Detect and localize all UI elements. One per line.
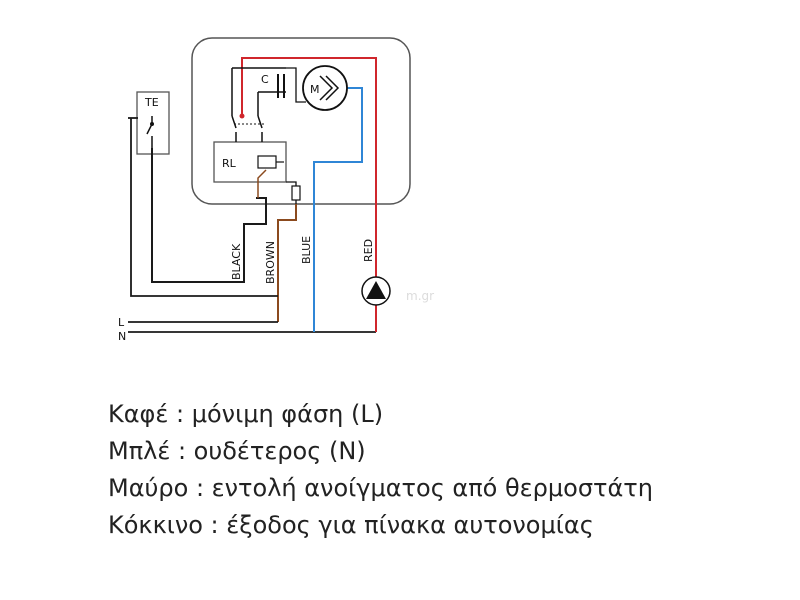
motor-label: M (310, 83, 320, 96)
red-wire-node (239, 113, 245, 119)
line-L-label: L (118, 316, 125, 329)
thermostat-label: TE (144, 96, 159, 109)
legend-brown: Καφέ : μόνιμη φάση (L) (108, 400, 384, 428)
neutral-N-label: N (118, 330, 126, 343)
relay-resistor (291, 185, 301, 201)
relay-coil (257, 155, 277, 169)
legend-red: Κόκκινο : έξοδος για πίνακα αυτονομίας (108, 511, 594, 539)
relay-box (213, 141, 287, 183)
blue-wire-label: BLUE (300, 236, 313, 264)
relay-label: RL (222, 157, 237, 170)
red-wire-label: RED (362, 239, 375, 262)
blue-wire (313, 87, 363, 332)
pump-enclosure (191, 37, 411, 205)
capacitor-wire (286, 67, 306, 103)
black-wire-label: BLACK (230, 243, 243, 280)
legend-black: Μαύρο : εντολή ανοίγματος από θερμοστάτη (108, 474, 653, 502)
thermostat-feed-wire-2 (130, 118, 278, 297)
relay-brown-link (257, 169, 267, 198)
capacitor-symbol (277, 74, 285, 98)
motor-chevron-icon-2 (319, 75, 334, 101)
thermostat-contact (150, 122, 154, 126)
motor-chevron-icon (325, 75, 340, 101)
thermostat-switch (146, 116, 153, 148)
output-arrow-icon (366, 281, 386, 299)
red-wire (241, 57, 377, 312)
brown-wire-label: BROWN (264, 241, 277, 284)
motor-circle (302, 65, 348, 111)
capacitor-label: C (261, 73, 269, 86)
relay-contacts (231, 67, 286, 142)
color-legend: Καφέ : μόνιμη φάση (L) Μπλέ : ουδέτερος … (108, 396, 653, 544)
black-wire (151, 148, 267, 283)
watermark: m.gr (406, 289, 434, 303)
brown-wire (277, 204, 297, 322)
legend-blue: Μπλέ : ουδέτερος (Ν) (108, 437, 366, 465)
wiring-diagram: TE RL C M (118, 37, 434, 343)
